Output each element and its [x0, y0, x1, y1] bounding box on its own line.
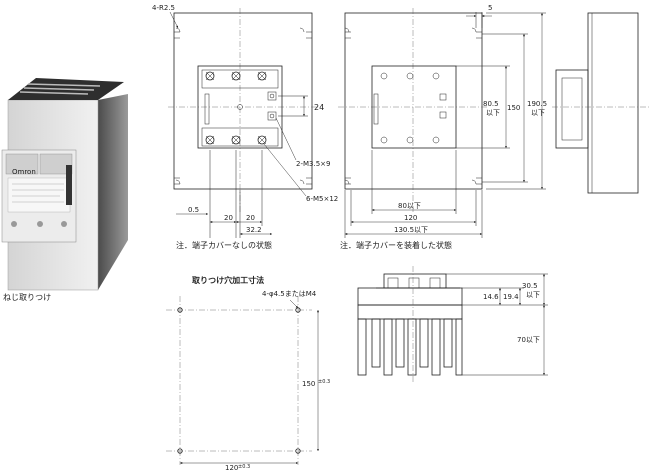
label-r25: 4-R2.5 — [152, 4, 175, 12]
dim-20b: 20 — [246, 214, 255, 222]
cover-view: 5 80.5 以下 150 190.5 以下 80以下 120 130.5以下 … — [338, 4, 547, 250]
dim-322: 32.2 — [246, 226, 262, 234]
front-note: 注．端子カバーなしの状態 — [176, 240, 272, 250]
dim-305: 30.5 — [522, 282, 538, 290]
dim-20a: 20 — [224, 214, 233, 222]
product-photo: Omron ねじ取りつけ — [1, 78, 128, 302]
dim-150: 150 — [507, 104, 520, 112]
brand-label: Omron — [12, 168, 36, 176]
front-body-outline — [173, 12, 313, 190]
dim-194: 19.4 — [503, 293, 519, 301]
dim-5: 5 — [488, 4, 492, 12]
label-m5: 6-M5×12 — [306, 195, 338, 203]
mount-120: 120 — [225, 464, 238, 472]
dim-1305: 130.5以下 — [394, 226, 428, 234]
dim-146: 14.6 — [483, 293, 499, 301]
dim-1905: 190.5 — [527, 100, 547, 108]
side-view — [552, 12, 650, 194]
dim-1905-sub: 以下 — [531, 109, 545, 117]
dim-805: 80.5 — [483, 100, 499, 108]
mounting-title: 取りつけ穴加工寸法 — [192, 275, 264, 285]
mount-150: 150 — [302, 380, 315, 388]
photo-caption: ねじ取りつけ — [3, 293, 51, 302]
dim-24: 24 — [314, 103, 324, 112]
mount-120-tol: ±0.3 — [238, 464, 250, 470]
label-m35: 2-M3.5×9 — [296, 160, 330, 168]
dim-805-sub: 以下 — [486, 109, 500, 117]
hole-label: 4-φ4.5またはM4 — [262, 290, 317, 298]
front-view: 24 4-R2.5 2-M3.5×9 6-M5×12 0.5 20 20 32.… — [152, 4, 338, 250]
mount-150-tol: ±0.3 — [318, 379, 330, 385]
dim-80: 80以下 — [398, 202, 421, 210]
heatsink-fins — [357, 318, 463, 376]
dim-305-sub: 以下 — [526, 291, 540, 299]
dim-70: 70以下 — [517, 336, 540, 344]
dim-05: 0.5 — [188, 206, 199, 214]
heatsink-view: 30.5 以下 19.4 14.6 70以下 — [357, 266, 548, 382]
mounting-holes: 取りつけ穴加工寸法 4-φ4.5またはM4 150 ±0.3 120 ±0.3 — [166, 275, 330, 472]
dim-120: 120 — [404, 214, 417, 222]
cover-note: 注．端子カバーを装着した状態 — [340, 240, 452, 250]
